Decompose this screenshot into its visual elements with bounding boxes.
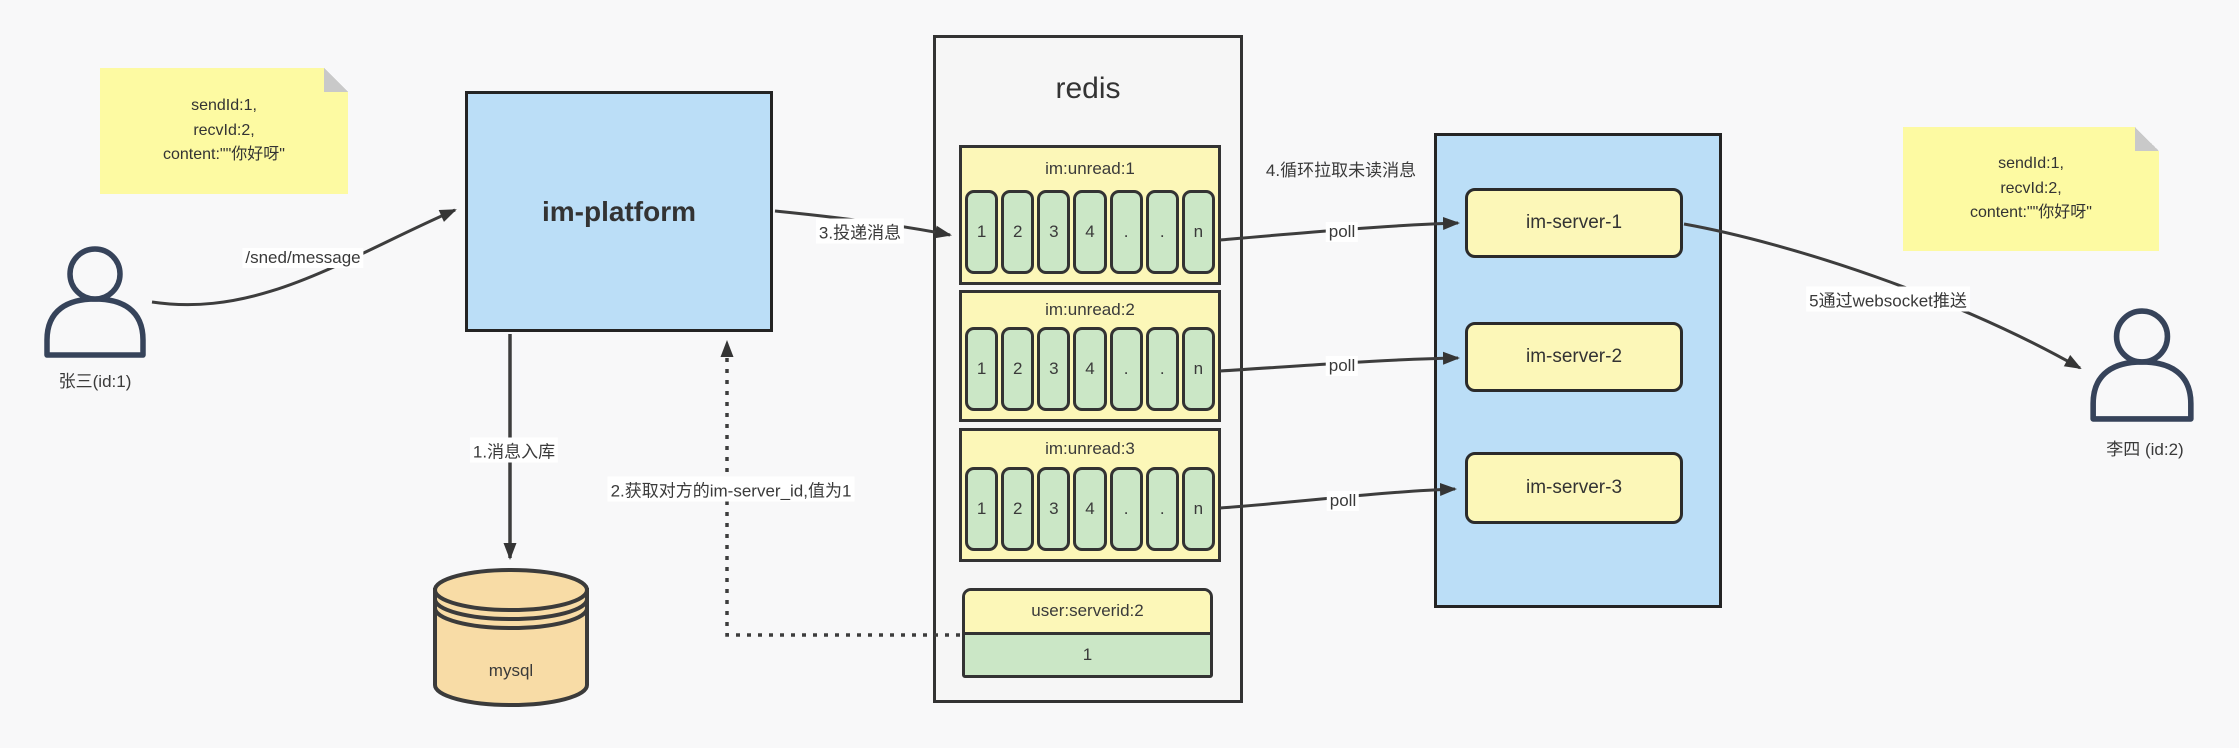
queue-im-unread-3: im:unread:3 1 2 3 4 . . n [959,428,1221,562]
receiver-label: 李四 (id:2) [2106,440,2184,459]
im-server-2-box: im-server-2 [1465,322,1683,392]
note-line: sendId:1, [1998,154,2064,172]
note-fold-corner [324,68,348,92]
edge-label-pull-loop: 4.循环拉取未读消息 [1265,161,1417,180]
note-line: content:""你好呀" [163,146,285,164]
edge-label-deliver: 3.投递消息 [815,218,905,244]
queue-cell: 3 [1037,467,1071,551]
edge-label-send: /sned/message [242,248,364,268]
queue-cell: . [1109,190,1143,274]
queue-cell: 4 [1073,327,1107,411]
queue-cell: 1 [965,190,999,274]
user-serverid-value: 1 [965,634,1210,675]
queue-cell: 4 [1073,190,1107,274]
edge-label-poll-3: poll [1326,491,1360,511]
queue-cell: n [1181,327,1215,411]
queue-cell: 3 [1037,190,1071,274]
queue-header: im:unread:2 [1045,300,1135,319]
edge-label-poll-1: poll [1325,222,1359,242]
note-line: recvId:2, [2000,179,2062,197]
edge-label-push: 5通过websocket推送 [1806,286,1970,312]
edge-label-get-server-id: 2.获取对方的im-server_id,值为1 [607,476,855,502]
queue-cell: . [1109,467,1143,551]
mysql-label: mysql [489,661,533,680]
note-fold-corner [2135,127,2159,151]
note-line: recvId:2, [193,121,255,139]
queue-cell: 1 [965,327,999,411]
queue-cell: . [1145,327,1179,411]
mysql-database-icon: mysql [433,568,589,707]
queue-cell: 4 [1073,467,1107,551]
queue-cell: 1 [965,467,999,551]
sender-label: 张三(id:1) [58,372,132,391]
edge-label-store: 1.消息入库 [469,437,559,463]
queue-cell: . [1145,467,1179,551]
note-line: sendId:1, [191,96,257,114]
im-server-1-box: im-server-1 [1465,188,1683,258]
queue-cell: 3 [1037,327,1071,411]
im-server-1-label: im-server-1 [1525,212,1623,233]
im-server-2-label: im-server-2 [1525,346,1623,367]
edge-label-poll-2: poll [1325,356,1359,376]
note-line: content:""你好呀" [1970,204,2092,222]
queue-header: im:unread:1 [1045,159,1135,178]
sticky-note-right: sendId:1, recvId:2, content:""你好呀" [1903,127,2159,251]
im-server-3-box: im-server-3 [1465,452,1683,524]
receiver-person-icon [2090,308,2194,422]
queue-cell: 2 [1001,327,1035,411]
im-platform-box: im-platform [465,91,773,332]
queue-cell: . [1145,190,1179,274]
user-serverid-header: user:serverid:2 [965,591,1210,635]
im-server-3-label: im-server-3 [1525,477,1623,498]
queue-cell: n [1181,467,1215,551]
queue-cell: 2 [1001,190,1035,274]
queue-im-unread-2: im:unread:2 1 2 3 4 . . n [959,290,1221,422]
im-platform-label: im-platform [542,195,696,227]
queue-header: im:unread:3 [1045,439,1135,458]
queue-cell: n [1181,190,1215,274]
queue-cells: 1 2 3 4 . . n [962,327,1218,411]
queue-cell: . [1109,327,1143,411]
queue-im-unread-1: im:unread:1 1 2 3 4 . . n [959,145,1221,285]
redis-title: redis [1055,72,1121,105]
queue-cells: 1 2 3 4 . . n [962,467,1218,551]
queue-cells: 1 2 3 4 . . n [962,190,1218,274]
user-serverid-box: user:serverid:2 1 [962,588,1213,678]
queue-cell: 2 [1001,467,1035,551]
sender-person-icon [44,246,146,358]
sticky-note-left: sendId:1, recvId:2, content:""你好呀" [100,68,348,194]
